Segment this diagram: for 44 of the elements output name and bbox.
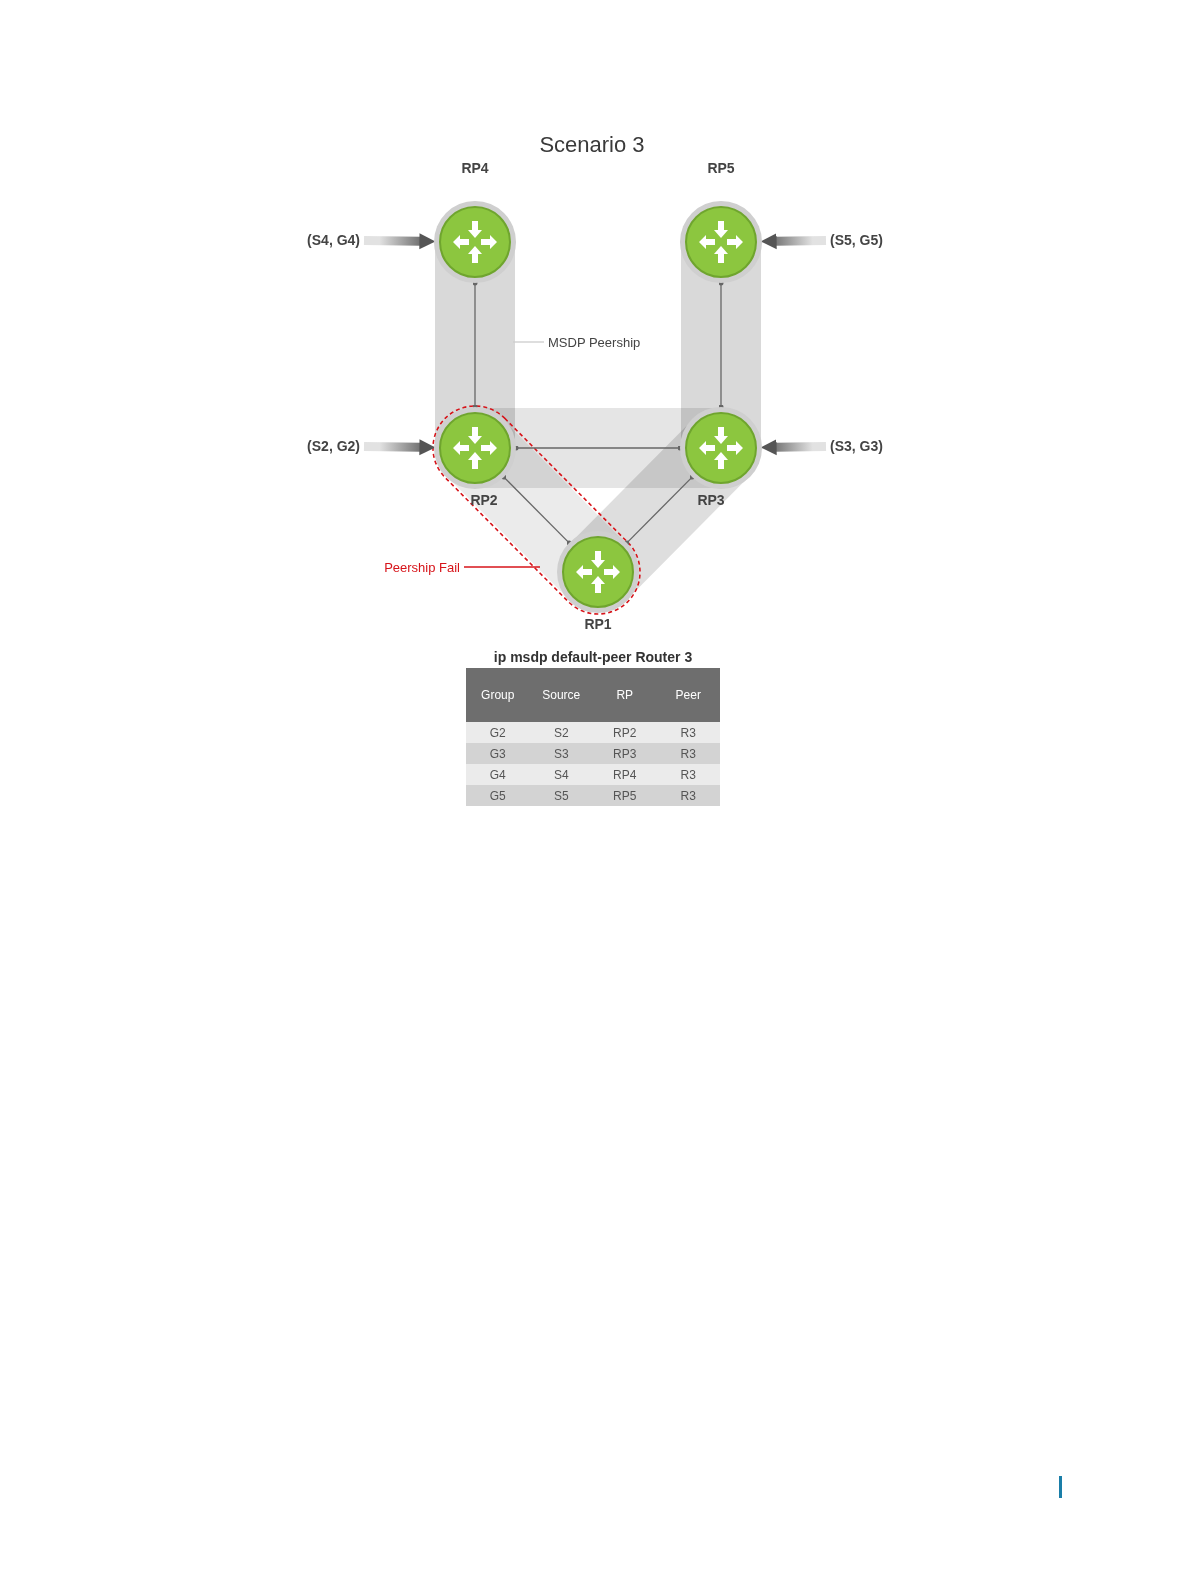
peering-link [624, 474, 695, 546]
table-cell-text: RP5 [612, 787, 638, 805]
table-cell-text: S5 [552, 787, 570, 805]
source-group-label: (S3, G3) [830, 436, 894, 456]
leader-line [463, 566, 541, 568]
table-cell-text: R3 [679, 787, 697, 805]
table-cell-text: G5 [488, 787, 507, 805]
table-cell-text: RP2 [612, 724, 638, 742]
peering-link [718, 280, 724, 410]
table-cell-text: S4 [552, 766, 570, 784]
source-group-label: (S2, G2) [296, 436, 360, 456]
table-cell-text: S3 [552, 745, 570, 763]
table-cell-text: S2 [552, 724, 570, 742]
source-group-label: (S5, G5) [830, 230, 894, 250]
router-label: RP3 [697, 491, 725, 510]
router-label: RP2 [470, 491, 498, 510]
peering-link [513, 445, 683, 451]
router-label: RP4 [461, 159, 489, 178]
table-header: Source [541, 687, 582, 704]
table-title: ip msdp default-peer Router 3 [492, 648, 694, 667]
table-cell-text: G4 [488, 766, 507, 784]
callout-text: MSDP Peership [548, 333, 648, 351]
table-cell-text: RP4 [612, 766, 638, 784]
table-header: RP [615, 687, 635, 704]
leader-line [512, 341, 545, 343]
table-cell-text: R3 [679, 745, 697, 763]
table-cell-text: R3 [679, 766, 697, 784]
table-cell-text: R3 [679, 724, 697, 742]
source-group-label: (S4, G4) [296, 230, 360, 250]
flow-arrow [363, 439, 436, 456]
flow-arrow [760, 439, 827, 456]
table-cell-text: G3 [488, 745, 507, 763]
flow-arrow [363, 233, 436, 250]
peering-link [501, 474, 572, 546]
peering-link [472, 280, 478, 410]
table-cell-text: RP3 [612, 745, 638, 763]
table-header: Group [480, 687, 516, 704]
diagram-title: Scenario 3 [538, 131, 646, 159]
router-label: RP1 [584, 615, 612, 634]
table-cell-text: G2 [488, 724, 507, 742]
table-header: Peer [674, 687, 702, 704]
callout-text: Peership Fail [376, 558, 460, 576]
router-label: RP5 [707, 159, 735, 178]
flow-arrow [760, 233, 827, 250]
